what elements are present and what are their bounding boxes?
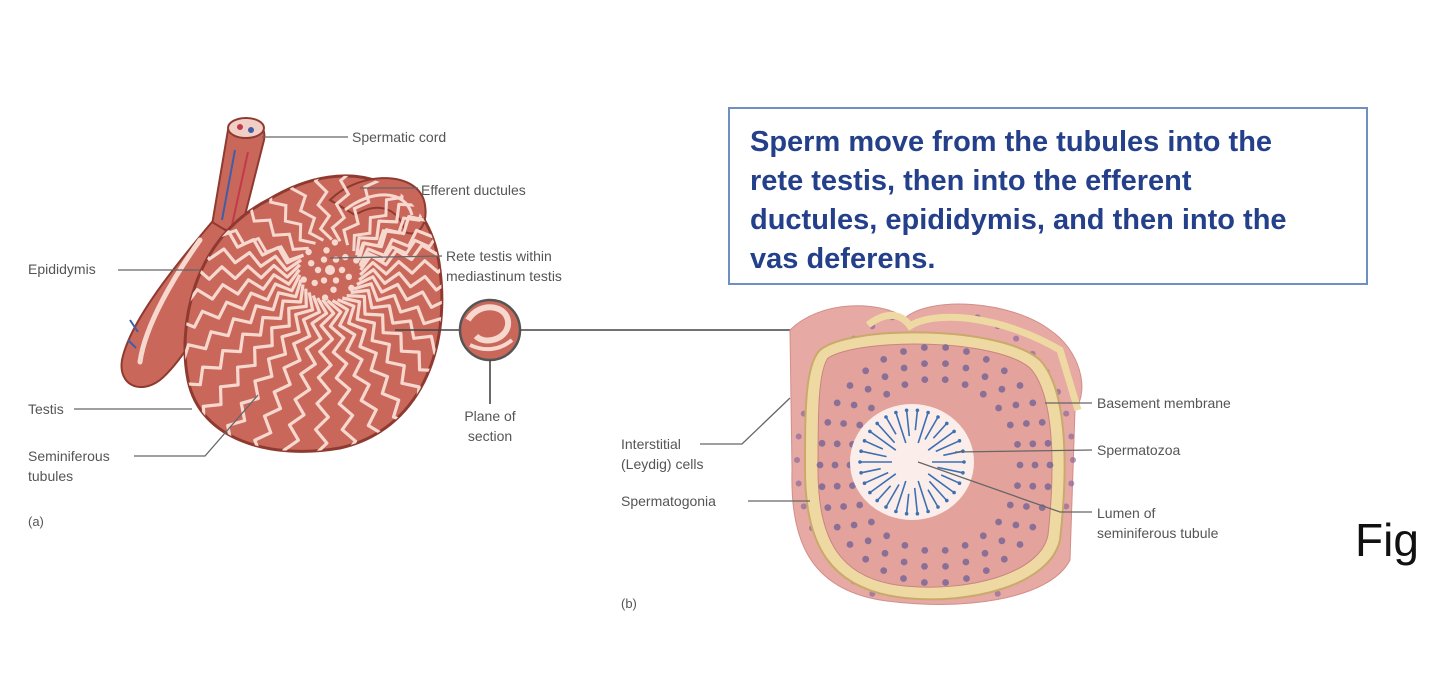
label-interstitial-line-1: Interstitial (621, 436, 681, 452)
label-seminiferous-line-1: Seminiferous (28, 448, 110, 464)
spermatogonia-cells (816, 344, 1054, 586)
label-rete-testis-line-2: mediastinum testis (446, 268, 562, 284)
callout-line-2: rete testis, then into the efferent (750, 165, 1192, 197)
label-testis: Testis (28, 401, 64, 417)
label-seminiferous-line-2: tubules (28, 468, 74, 484)
panel-b-leaders (700, 397, 1093, 513)
panel-b-label: (b) (621, 596, 637, 611)
callout-line-4: vas deferens. (750, 243, 936, 275)
callout-line-1: Sperm move from the tubules into the (750, 126, 1273, 158)
label-basement-membrane: Basement membrane (1097, 395, 1231, 411)
label-lumen-line-1: Lumen of (1097, 505, 1156, 521)
panel-a-leaders (74, 136, 443, 457)
label-interstitial-line-2: (Leydig) cells (621, 456, 704, 472)
spermatic-cord-end (227, 117, 265, 139)
spermatozoa-shape (858, 408, 966, 516)
callout-box: Sperm move from the tubules into the ret… (728, 107, 1368, 285)
callout-line-3: ductules, epididymis, and then into the (750, 204, 1287, 236)
fig-label: Fig (1355, 514, 1419, 566)
label-epididymis: Epididymis (28, 261, 96, 277)
label-spermatozoa: Spermatozoa (1097, 442, 1181, 458)
label-efferent-ductules: Efferent ductules (421, 182, 526, 198)
plane-of-section-magnifier (395, 298, 838, 404)
panel-a-label: (a) (28, 514, 44, 529)
label-rete-testis-line-1: Rete testis within (446, 248, 552, 264)
tubule-cross-section (789, 303, 1083, 605)
label-plane-line-2: section (467, 428, 513, 444)
rete-testis-shape (300, 239, 360, 301)
label-spermatic-cord: Spermatic cord (352, 129, 447, 145)
lumen-shape (850, 404, 974, 520)
label-plane-line-1: Plane of (464, 408, 516, 424)
label-spermatogonia: Spermatogonia (621, 493, 716, 509)
label-lumen-line-2: seminiferous tubule (1097, 525, 1219, 541)
